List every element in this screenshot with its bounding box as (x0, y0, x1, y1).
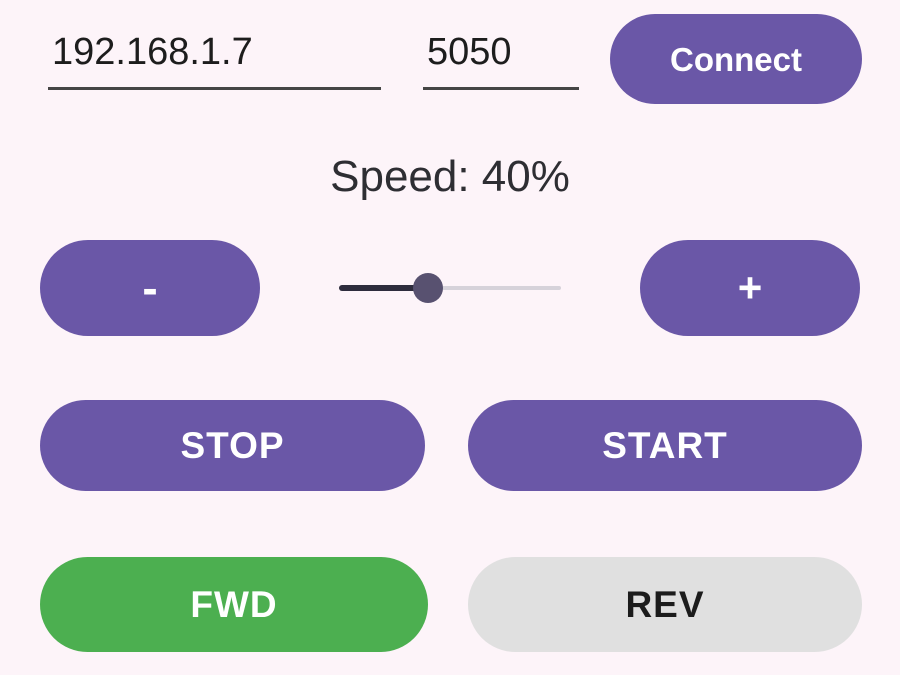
stop-button[interactable]: STOP (40, 400, 425, 491)
slider-track (339, 286, 561, 290)
speed-slider[interactable] (339, 272, 561, 304)
connect-button[interactable]: Connect (610, 14, 862, 104)
speed-decrease-button[interactable]: - (40, 240, 260, 336)
speed-increase-button[interactable]: + (640, 240, 860, 336)
slider-thumb-handle[interactable] (412, 273, 443, 303)
port-input[interactable] (423, 24, 579, 90)
forward-button[interactable]: FWD (40, 557, 428, 652)
slider-fill (339, 285, 428, 291)
ip-address-input[interactable] (48, 24, 381, 90)
reverse-button[interactable]: REV (468, 557, 862, 652)
speed-value-label: Speed: 40% (330, 152, 570, 201)
start-button[interactable]: START (468, 400, 862, 491)
